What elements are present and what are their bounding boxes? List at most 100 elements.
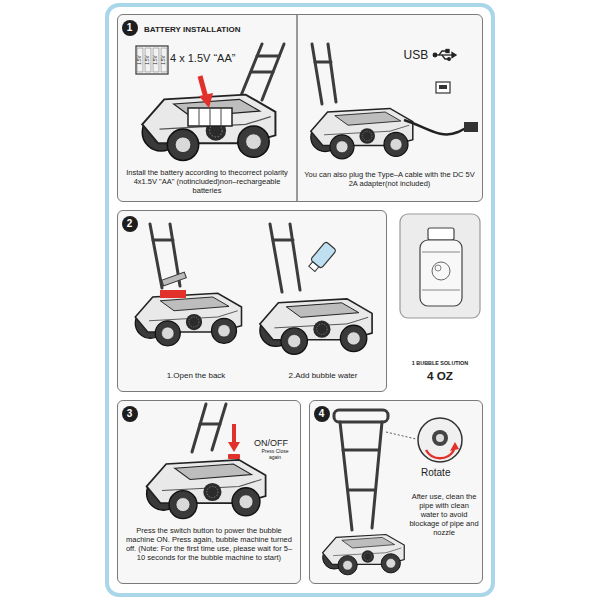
- instruction-card: [107, 5, 493, 595]
- instruction-text: After use, clean the pipe with clean wat…: [409, 492, 479, 537]
- panel-ground: [117, 210, 387, 392]
- back-lid: [162, 272, 187, 286]
- step-number: 3: [122, 406, 138, 422]
- usb-port: [436, 82, 450, 93]
- cell-label: 1.5V: [137, 55, 142, 64]
- bubble-bottle: [435, 265, 441, 271]
- battery-icon: [137, 48, 143, 72]
- red-arrow: [232, 424, 236, 444]
- usb-symbol: [448, 58, 451, 61]
- battery-compartment: [188, 108, 232, 126]
- bubble-bottle: [432, 262, 450, 280]
- cell-label: 1.5V: [153, 55, 158, 64]
- battery-compartment: [199, 108, 221, 126]
- mower-handle: [328, 44, 336, 102]
- mower-handle: [192, 404, 226, 452]
- mower-handle: [348, 489, 375, 492]
- battery-icon: [136, 46, 168, 74]
- mower-handle: [200, 423, 220, 426]
- callout-number: 4: [319, 409, 325, 419]
- mower-figure: [147, 460, 266, 519]
- mower-handle: [343, 449, 379, 452]
- panel-ground: [117, 14, 483, 584]
- red-arrow: [199, 76, 213, 108]
- cell-label: 1.5V: [145, 55, 150, 64]
- mower-handle: [312, 44, 336, 104]
- bubble-bottle-pouring: [306, 241, 336, 273]
- mower-handle: [251, 71, 273, 74]
- callout-number: 3: [127, 409, 133, 419]
- instruction-text: You can also plug the Type–A cable with …: [304, 170, 476, 188]
- usb-cable: [404, 120, 466, 134]
- mower-handle: [212, 404, 226, 450]
- step-caption: 1.Open the back: [136, 371, 256, 381]
- mower-handle: [290, 224, 300, 290]
- mower-handle: [150, 224, 300, 292]
- battery-icon: [136, 46, 168, 74]
- mower-handle: [150, 224, 162, 288]
- panel-ground: [117, 400, 301, 584]
- red-arrow: [228, 442, 240, 452]
- bubble-bottle: [422, 252, 460, 290]
- red-arrow: [228, 424, 240, 452]
- battery-icon: [153, 48, 159, 72]
- step-caption: 2.Add bubble water: [263, 371, 383, 381]
- nozzle-detail: [436, 434, 444, 442]
- solution-volume: 4 OZ: [396, 369, 484, 383]
- panel-ground: [309, 400, 483, 584]
- switch-label: ON/OFF: [254, 438, 288, 448]
- note-label: Press Close again: [259, 449, 291, 461]
- step-subpanel: 4 x 1.5V “AA”Install the battery accordi…: [118, 40, 296, 200]
- usb-plug: [464, 122, 478, 132]
- rotate-arrow: [450, 442, 459, 451]
- mower-handle: [340, 422, 352, 530]
- nozzle-detail: [418, 418, 462, 462]
- leader-line: [386, 432, 416, 439]
- product-box: [400, 214, 480, 318]
- product-callout: 1 BUBBLE SOLUTION4 OZ: [396, 210, 484, 392]
- usb-symbol: [442, 55, 448, 59]
- cell-label: 1.5V: [161, 55, 166, 64]
- rotate-arrow: [426, 442, 459, 458]
- battery-compartment: [188, 108, 232, 126]
- instruction-text: Press the switch button to power the bub…: [122, 526, 296, 562]
- panel-divider: [296, 15, 298, 201]
- step-panel: 1 4 x 1.5V “AA”Install the battery accord…: [117, 14, 483, 202]
- section-title: BATTERY INSTALLATION: [144, 25, 240, 35]
- mower-handle: [273, 239, 293, 242]
- bubble-bottle: [420, 240, 462, 306]
- open-back-highlight: [160, 290, 186, 298]
- step-subpanel: USBYou can also plug the Type–A cable wi…: [298, 40, 482, 200]
- usb-symbol: [433, 53, 437, 57]
- mower-handle: [334, 410, 388, 422]
- mower-handle: [240, 44, 284, 100]
- mower-handle: [372, 422, 382, 528]
- usb-symbol: [446, 50, 449, 53]
- rotate-arrow: [426, 450, 454, 458]
- mower-figure: [311, 108, 413, 158]
- step-number: 2: [122, 216, 138, 232]
- battery-spec: 4 x 1.5V “AA”: [170, 52, 235, 65]
- mower-handle: [315, 61, 331, 64]
- battery-icon: [161, 48, 167, 72]
- step-panel: 2 1.Open the back 2.Add bubble water: [117, 210, 387, 392]
- mower-figure: [260, 299, 372, 354]
- usb-symbol: [435, 54, 452, 55]
- usb-symbol: [439, 51, 446, 55]
- usb-port: [439, 85, 447, 89]
- nozzle-detail: [432, 430, 448, 446]
- power-button: [228, 454, 240, 459]
- nozzle-detail: [418, 418, 462, 462]
- usb-symbol: [452, 53, 456, 58]
- callout-number: 1: [127, 23, 133, 33]
- mower-handle: [312, 44, 322, 104]
- mower-handle: [270, 224, 282, 292]
- step-panel: 3Press the switch button to power the bu…: [117, 400, 301, 584]
- battery-icon: [145, 48, 151, 72]
- panel-ground: [117, 14, 483, 202]
- mower-handle: [153, 239, 173, 242]
- step-number: 4: [314, 406, 330, 422]
